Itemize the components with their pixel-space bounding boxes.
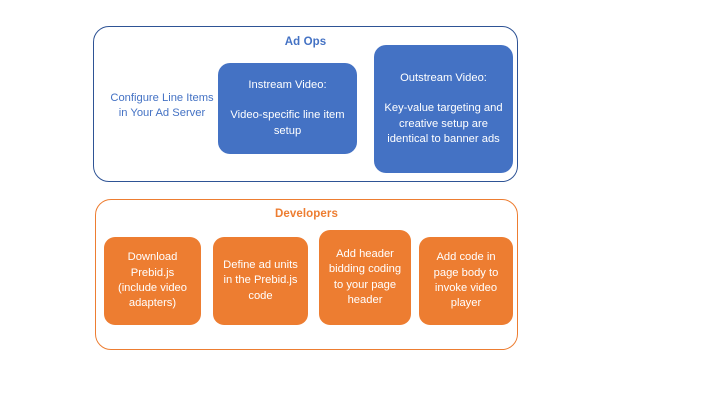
node-add-header-bidding-code-text: Add header bidding coding to your page h… (328, 247, 402, 306)
node-instream-video-body: Video-specific line item setup (230, 109, 345, 137)
group-ad-ops-title: Ad Ops (284, 36, 327, 48)
node-download-prebid-text: Download Prebid.js (include video adapte… (117, 251, 188, 310)
node-outstream-video-body: Key-value targeting and creative setup a… (384, 102, 503, 145)
group-developers-title: Developers (274, 208, 338, 220)
node-configure-line-items-text: Configure Line Items in Your Ad Server (110, 91, 214, 120)
node-instream-video: Instream Video: Video-specific line item… (218, 63, 357, 154)
group-ad-ops: Ad Ops Configure Line Items in Your Ad S… (93, 26, 518, 182)
node-add-page-body-code-text: Add code in page body to invoke video pl… (433, 251, 499, 310)
node-outstream-video-heading: Outstream Video: (400, 71, 487, 84)
node-define-ad-units-text: Define ad units in the Prebid.js code (223, 258, 298, 302)
node-configure-line-items: Configure Line Items in Your Ad Server (108, 73, 216, 139)
node-outstream-video: Outstream Video: Key-value targeting and… (374, 45, 513, 173)
node-download-prebid: Download Prebid.js (include video adapte… (104, 237, 201, 325)
node-define-ad-units: Define ad units in the Prebid.js code (213, 237, 308, 325)
node-instream-video-heading: Instream Video: (248, 78, 327, 91)
group-developers: Developers Download Prebid.js (include v… (95, 199, 518, 350)
node-add-page-body-code: Add code in page body to invoke video pl… (419, 237, 513, 325)
node-add-header-bidding-code: Add header bidding coding to your page h… (319, 230, 411, 325)
